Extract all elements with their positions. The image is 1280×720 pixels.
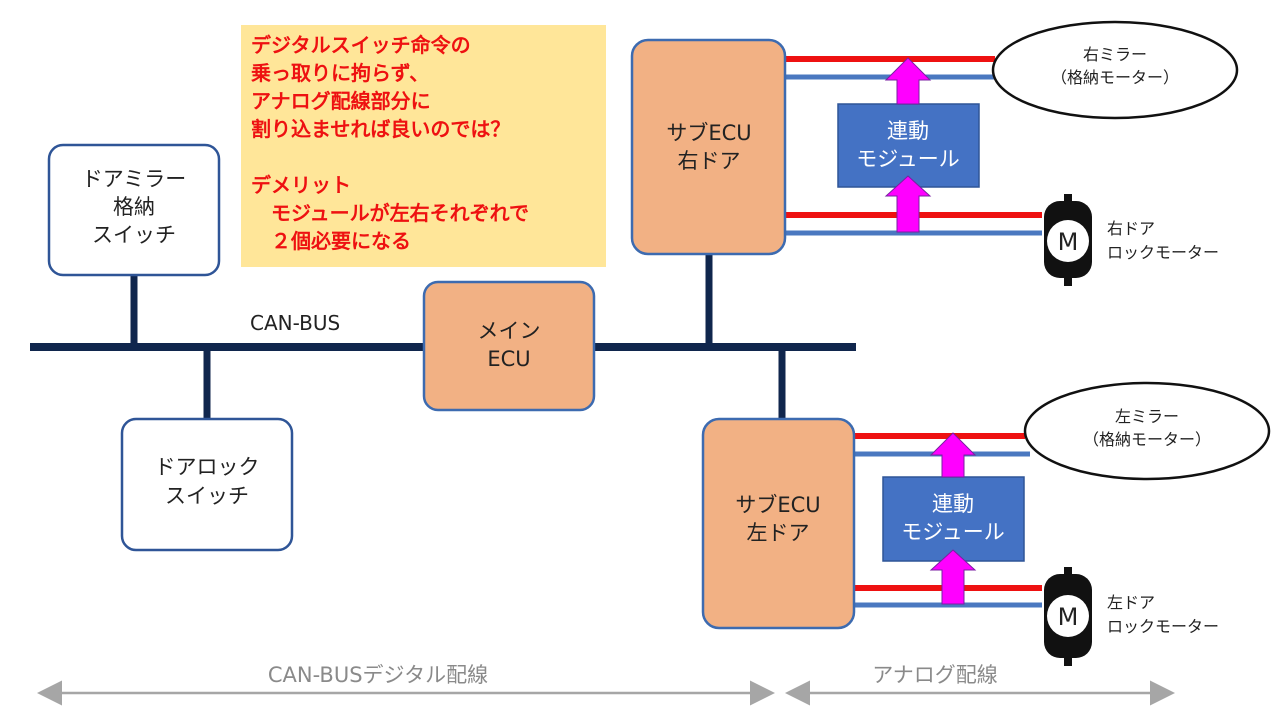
motor-shaft [1064, 276, 1072, 286]
mirror-switch-label: ドアミラー [82, 167, 187, 191]
note-line: デジタルスイッチ命令の [251, 33, 471, 57]
right-lock-motor: M [1044, 194, 1092, 286]
module-right-label: モジュール [856, 147, 960, 171]
note-box [241, 25, 606, 267]
right-mirror-label: 右ミラー [1083, 45, 1147, 64]
note-line: モジュールが左右それぞれで [251, 201, 529, 225]
motor-symbol: M [1058, 603, 1079, 631]
right-mirror-label: （格納モーター） [1051, 68, 1179, 87]
right-mirror-ellipse: 右ミラー （格納モーター） [991, 20, 1239, 120]
arrow-up-left-bottom [929, 549, 977, 605]
sub-ecu-right-label: サブECU [666, 121, 751, 145]
motor-shaft [1064, 194, 1072, 204]
sub-ecu-left-label: サブECU [735, 493, 820, 517]
module-left-box: 連動 モジュール [882, 476, 1025, 562]
sub-ecu-left-box: サブECU 左ドア [701, 417, 856, 630]
sub-ecu-right-box: サブECU 右ドア [630, 38, 787, 256]
mirror-switch-box: ドアミラー 格納 スイッチ [47, 143, 221, 277]
module-left-label: 連動 [932, 492, 974, 516]
right-lock-motor-label: 右ドア [1107, 219, 1155, 238]
motor-face [1047, 220, 1089, 262]
left-mirror-ellipse: 左ミラー （格納モーター） [1023, 381, 1271, 481]
lock-switch-label: ドアロック [155, 455, 260, 479]
arrow-up-left-top [929, 432, 977, 478]
left-lock-motor-label: ロックモーター [1107, 617, 1219, 636]
motor-symbol: M [1058, 228, 1079, 256]
arrow-up-right-bottom [884, 175, 932, 233]
motor-shaft [1064, 567, 1072, 577]
arrow-up-right-top [884, 57, 932, 105]
can-bus-label: CAN-BUS [250, 311, 340, 335]
main-ecu-label: メイン [478, 319, 541, 343]
left-lock-motor: M [1044, 567, 1092, 666]
mirror-switch-label: 格納 [113, 195, 155, 219]
main-ecu-box: メイン ECU [422, 280, 596, 412]
motor-shaft [1064, 656, 1072, 666]
module-left-label: モジュール [901, 520, 1005, 544]
mirror-switch-label: スイッチ [92, 223, 176, 247]
sub-ecu-right-label: 右ドア [678, 149, 741, 173]
motor-face [1047, 595, 1089, 637]
left-lock-motor-label: 左ドア [1107, 593, 1155, 612]
analog-wiring-label: アナログ配線 [872, 663, 998, 687]
note-line: アナログ配線部分に [251, 89, 431, 113]
note-line: デメリット [251, 173, 351, 197]
lock-switch-label: スイッチ [165, 484, 249, 508]
sub-ecu-left-label: 左ドア [747, 521, 810, 545]
note-line: ２個必要になる [251, 229, 411, 253]
left-mirror-label: （格納モーター） [1083, 430, 1211, 449]
right-lock-motor-label: ロックモーター [1107, 243, 1219, 262]
note-line: 乗っ取りに拘らず、 [251, 61, 429, 85]
module-right-label: 連動 [887, 119, 929, 143]
note-line: 割り込ませれば良いのでは？ [251, 117, 510, 141]
main-ecu-label: ECU [487, 347, 530, 371]
module-right-box: 連動 モジュール [837, 103, 980, 188]
note-text-block: デジタルスイッチ命令の 乗っ取りに拘らず、 アナログ配線部分に 割り込ませれば良… [251, 33, 529, 253]
digital-wiring-label: CAN-BUSデジタル配線 [268, 663, 488, 687]
lock-switch-box: ドアロック スイッチ [120, 417, 294, 552]
left-mirror-label: 左ミラー [1115, 407, 1179, 426]
